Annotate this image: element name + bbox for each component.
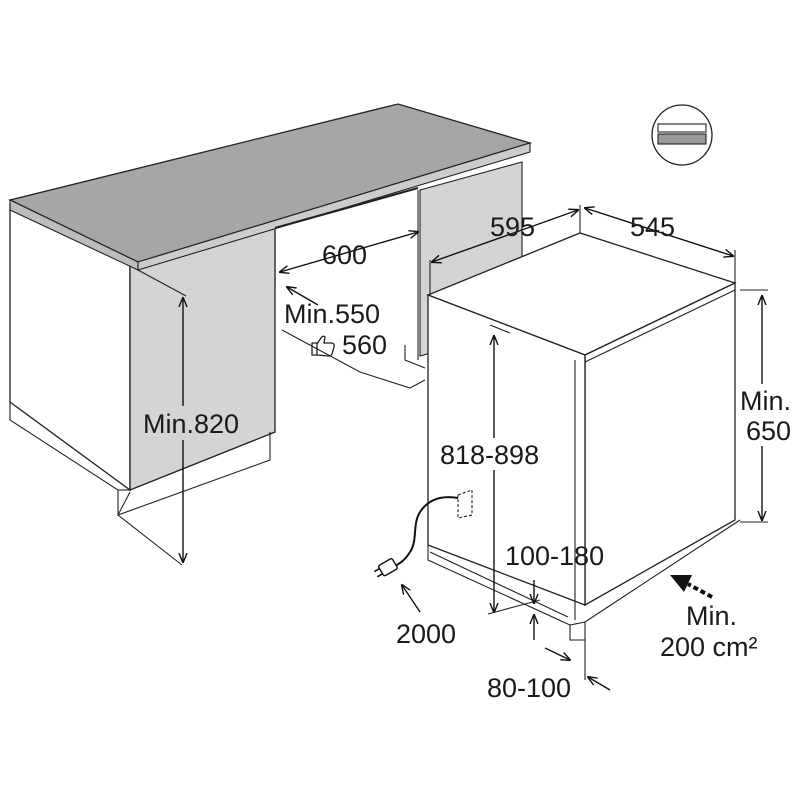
vent-min-label: Min. bbox=[686, 601, 737, 631]
appliance-width-dimension bbox=[430, 205, 580, 295]
min-height-word: Min. bbox=[740, 386, 791, 416]
appliance-depth-label: 545 bbox=[630, 212, 675, 242]
plinth-height-label: 100-180 bbox=[505, 541, 604, 571]
plug-icon bbox=[373, 558, 398, 578]
power-cable bbox=[391, 489, 473, 568]
built-under-icon bbox=[651, 104, 713, 166]
cabinet-height-label: Min.820 bbox=[143, 409, 239, 439]
appliance bbox=[426, 232, 741, 641]
cable-length-label: 2000 bbox=[396, 619, 456, 649]
niche-depth-dimension bbox=[287, 287, 319, 306]
cabinet-width-dimension bbox=[280, 232, 418, 272]
plinth-depth-dimension bbox=[544, 640, 611, 691]
min-depth-label: Min.550 bbox=[284, 299, 380, 329]
thumbs-up-icon bbox=[311, 335, 335, 357]
min-height-value: 650 bbox=[746, 416, 791, 446]
airflow-arrow-icon bbox=[670, 575, 713, 599]
niche-floor-outline bbox=[281, 329, 426, 389]
vent-area-label: 200 cm² bbox=[660, 632, 758, 662]
appliance-depth-dimension bbox=[585, 208, 736, 283]
plinth-depth-label: 80-100 bbox=[487, 673, 571, 703]
cabinet-width-label: 600 bbox=[322, 240, 367, 270]
appliance-width-label: 595 bbox=[490, 212, 535, 242]
rec-depth-label: 560 bbox=[342, 330, 387, 360]
height-range-label: 818-898 bbox=[440, 440, 539, 470]
